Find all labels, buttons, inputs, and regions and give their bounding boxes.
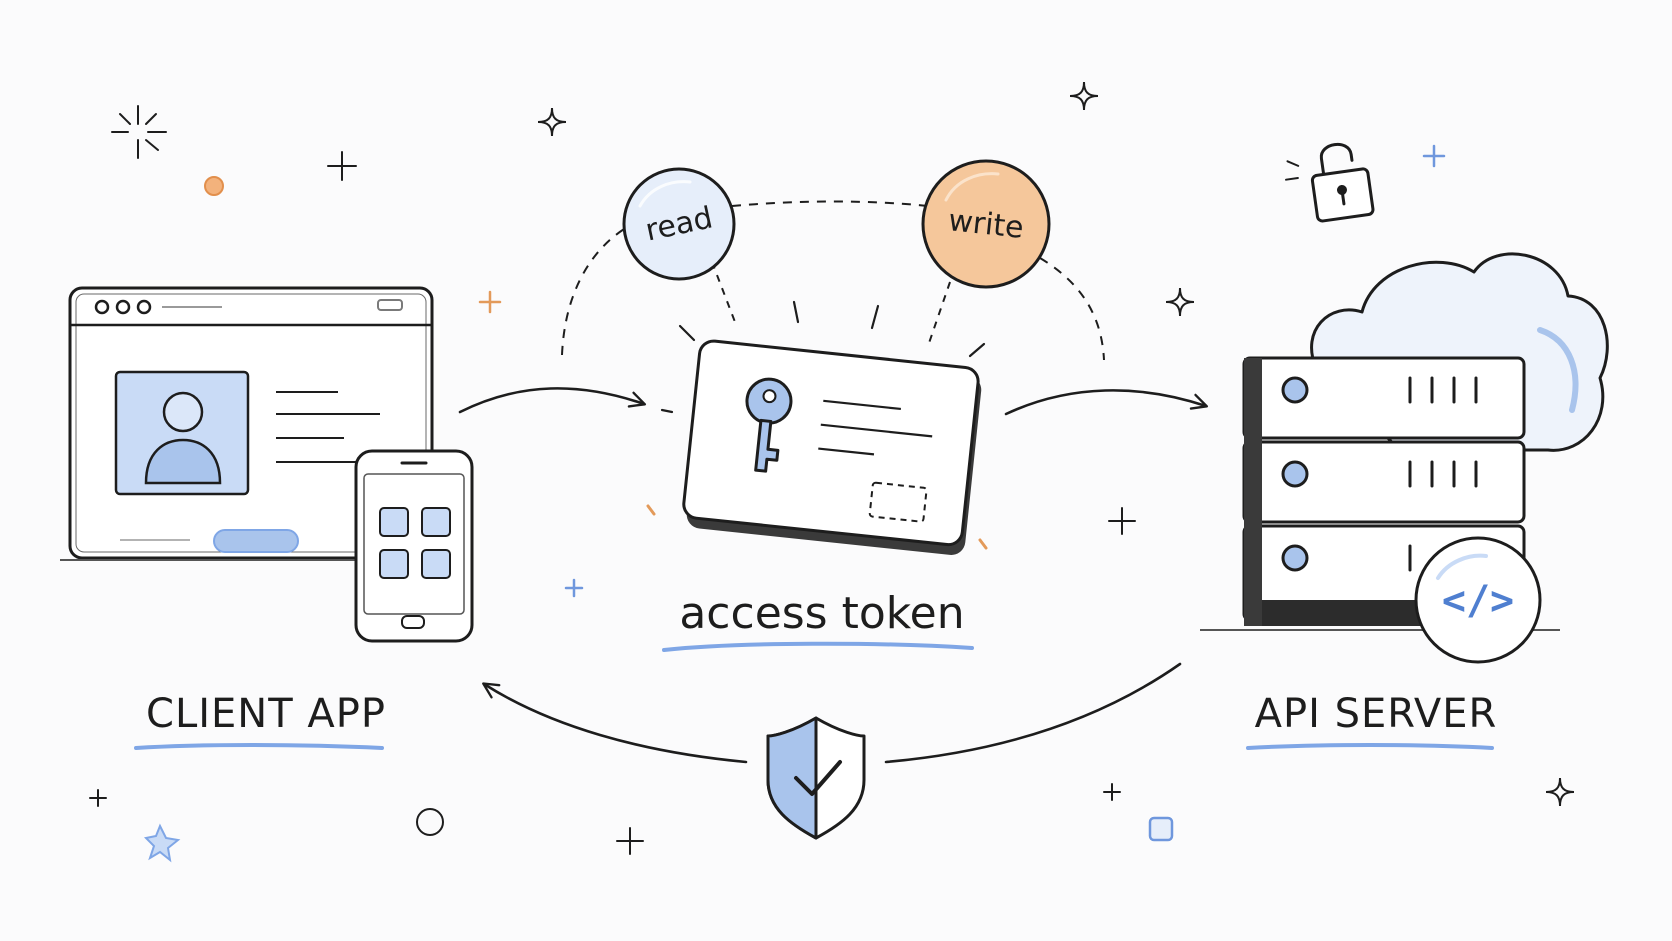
orange-dot-icon [204,176,224,196]
plus-sparkle-icon [327,151,357,181]
star-sparkle-icon [537,107,567,137]
star-sparkle-icon [1165,287,1195,317]
orange-sparkle-icon [478,290,502,314]
user-avatar-icon [144,391,222,485]
accent-sparkles [143,144,1446,863]
plus-sparkle-icon [1108,507,1136,535]
star-sparkle-icon [1545,777,1575,807]
browser-window-icon [60,286,440,561]
blue-plus-icon [1422,144,1446,168]
token-sparkle-rays [660,300,986,414]
client-app-label: CLIENT APP [146,691,386,737]
arrow-return-right-segment [884,662,1182,764]
orange-tick-icon [646,504,988,550]
api-server-underline [1246,743,1494,750]
client-app-underline [134,743,384,750]
arrow-client-to-token [458,387,647,414]
star-sparkle-icon [1069,81,1099,111]
plus-sparkle-icon [1103,783,1121,801]
code-badge-icon: </> [1414,536,1542,664]
phone-icon [354,449,474,643]
api-server-label: API SERVER [1255,691,1498,737]
code-glyph: </> [1442,578,1514,624]
scope-orbit-right [1039,257,1105,361]
write-connector [927,281,951,347]
arrow-server-to-client [482,682,748,764]
write-scope-bubble: write [921,159,1051,289]
arrow-token-to-server [1004,389,1209,416]
blue-plus-icon [564,578,584,598]
plus-sparkle-icon [616,827,644,855]
access-token-underline [662,641,974,652]
padlock-icon [1285,143,1375,223]
write-scope-label: write [947,203,1026,246]
access-token-label: access token [679,588,964,639]
read-connector [711,261,736,323]
id-card-icon [682,339,982,555]
read-scope-bubble: read [622,167,736,281]
decorative-sparkles [89,81,1575,855]
blue-star-icon [143,823,181,863]
key-icon [745,377,793,473]
burst-sparkle-icon [111,105,167,159]
circle-doodle-icon [416,808,444,836]
plus-sparkle-icon [89,789,107,807]
scope-orbit-top [731,200,929,207]
shield-check-icon [766,716,866,840]
blue-square-icon [1148,816,1174,842]
